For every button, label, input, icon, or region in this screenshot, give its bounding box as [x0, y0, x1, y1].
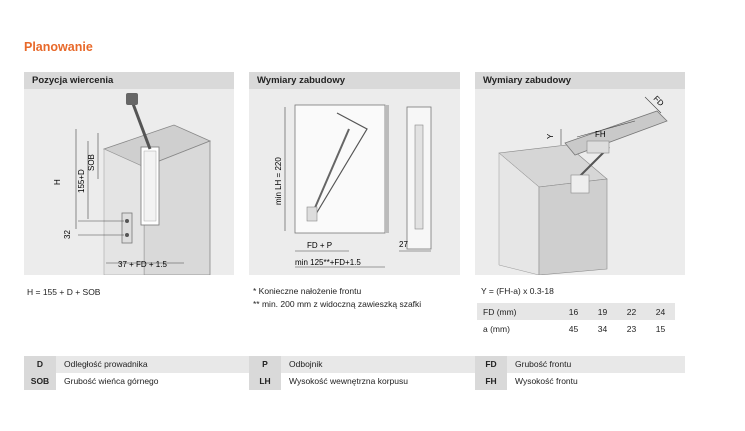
legend-desc: Grubość frontu — [515, 359, 572, 369]
dimensions-figure: min LH = 220 FD + P min 125**+FD+1.5 27 — [249, 89, 460, 275]
installation-figure: FD Y FH — [475, 89, 685, 276]
drilling-figure: H 155+D SOB 32 37 + FD + 1.5 — [24, 89, 234, 276]
dim-fh-label: FH — [595, 130, 606, 139]
lift-mechanism-graphic — [121, 93, 160, 244]
legend-item-lh: LH Wysokość wewnętrzna korpusu — [249, 373, 459, 390]
fd-a-table: FD (mm) 16 19 22 24 a (mm) 45 34 23 15 — [477, 303, 675, 337]
panel-header-drilling: Pozycja wiercenia — [24, 72, 234, 89]
cabinet-section-graphic — [306, 105, 432, 250]
legend-item-sob: SOB Grubość wieńca górnego — [24, 373, 234, 390]
note-overlay: * Konieczne nałożenie frontu — [253, 286, 362, 296]
dim-32-label: 32 — [63, 230, 72, 239]
dim-fdp-label: FD + P — [307, 241, 332, 250]
dim-minlh-label: min LH = 220 — [274, 157, 283, 205]
table-cell: 34 — [597, 323, 608, 334]
legend-bar-1 — [24, 356, 685, 373]
table-cell: 15 — [655, 323, 666, 334]
section-title: Planowanie — [24, 40, 93, 54]
legend-key: LH — [249, 373, 281, 390]
legend-item-d: D Odległość prowadnika — [24, 356, 234, 373]
legend-key: D — [24, 356, 56, 373]
legend-desc: Odbojnik — [289, 359, 323, 369]
dim-sob-label: SOB — [87, 154, 96, 171]
table-cell: 24 — [646, 303, 675, 320]
panel-header-dimensions: Wymiary zabudowy — [249, 72, 460, 89]
legend-desc: Odległość prowadnika — [64, 359, 148, 369]
legend-item-fh: FH Wysokość frontu — [475, 373, 685, 390]
table-row: FD (mm) 16 19 22 24 — [477, 303, 675, 320]
lift-arm-graphic — [570, 140, 610, 194]
table-cell: 45 — [568, 323, 579, 334]
table-cell: 23 — [626, 323, 637, 334]
dim-27-label: 27 — [399, 240, 408, 249]
panel-header-dimensions-2: Wymiary zabudowy — [475, 72, 685, 89]
legend-key: FH — [475, 373, 507, 390]
dim-min125-label: min 125**+FD+1.5 — [295, 258, 361, 267]
legend-desc: Grubość wieńca górnego — [64, 376, 159, 386]
table-row-label: a (mm) — [483, 323, 510, 334]
legend-item-fd: FD Grubość frontu — [475, 356, 685, 373]
table-cell: 22 — [617, 303, 646, 320]
legend-desc: Wysokość wewnętrzna korpusu — [289, 376, 408, 386]
table-cell: 19 — [588, 303, 617, 320]
legend-key: SOB — [24, 373, 56, 390]
table-row: a (mm) 45 34 23 15 — [477, 320, 675, 337]
drilling-formula: H = 155 + D + SOB — [27, 287, 101, 297]
dim-h-label: H — [53, 179, 62, 185]
dim-bottom-label: 37 + FD + 1.5 — [118, 260, 167, 269]
table-row-label: FD (mm) — [477, 303, 559, 320]
legend-key: P — [249, 356, 281, 373]
dim-y-label: Y — [546, 133, 555, 139]
note-min200: ** min. 200 mm z widoczną zawieszką szaf… — [253, 299, 422, 309]
legend-key: FD — [475, 356, 507, 373]
y-formula: Y = (FH-a) x 0.3-18 — [481, 286, 554, 296]
legend-item-p: P Odbojnik — [249, 356, 459, 373]
table-cell: 16 — [559, 303, 588, 320]
dim-155-label: 155+D — [77, 169, 86, 193]
legend-desc: Wysokość frontu — [515, 376, 578, 386]
